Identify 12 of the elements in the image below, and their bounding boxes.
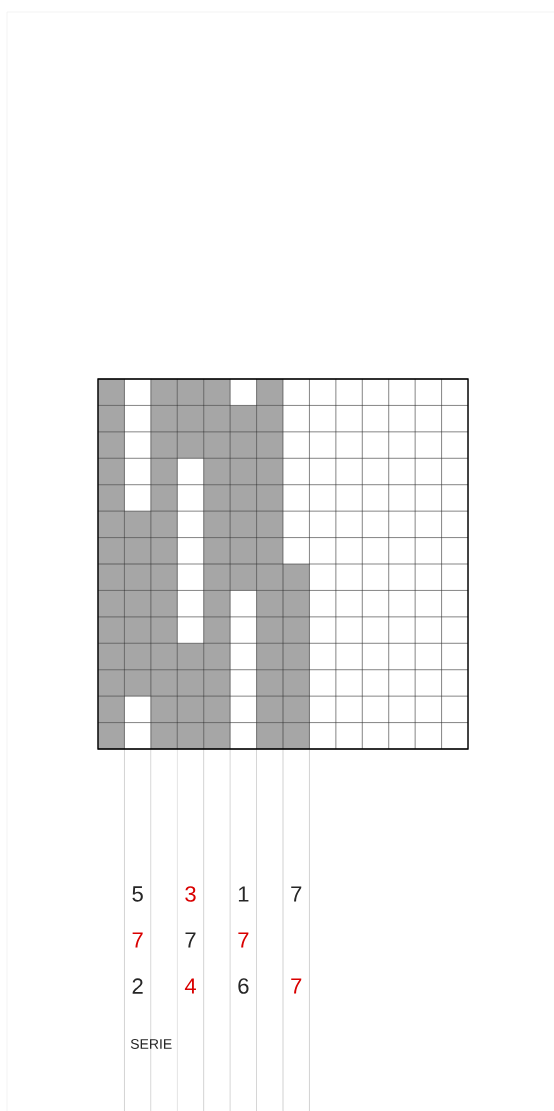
digit: 6 bbox=[238, 978, 249, 994]
digit: 1 bbox=[238, 886, 249, 902]
digit: 5 bbox=[132, 886, 143, 902]
digit: 7 bbox=[238, 932, 249, 948]
digit: 7 bbox=[132, 932, 143, 948]
digit: 2 bbox=[132, 978, 143, 994]
digit: 7 bbox=[291, 978, 302, 994]
series-label: SERIE bbox=[130, 1039, 172, 1049]
digit: 3 bbox=[185, 886, 196, 902]
digit: 7 bbox=[291, 886, 302, 902]
digit: 7 bbox=[185, 932, 196, 948]
digit: 4 bbox=[184, 978, 196, 994]
